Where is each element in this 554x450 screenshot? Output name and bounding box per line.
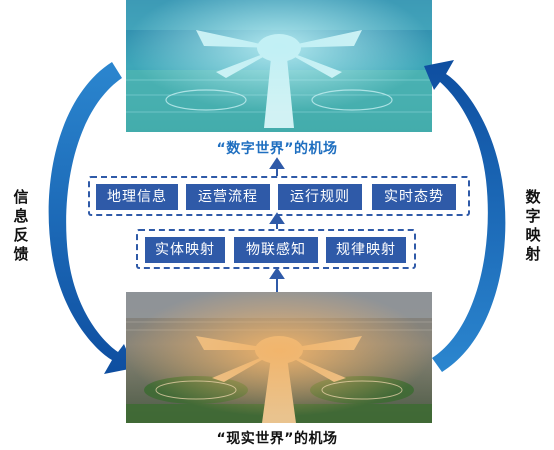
digital-airport-image bbox=[126, 0, 432, 132]
layer-box-realtime-status: 实时态势 bbox=[372, 184, 456, 210]
layer-box-pattern-mapping: 规律映射 bbox=[326, 237, 406, 263]
layer-box-iot-perception: 物联感知 bbox=[234, 237, 318, 263]
layer-box-geographic-info: 地理信息 bbox=[96, 184, 178, 210]
mapping-label: 数字映射 bbox=[525, 188, 541, 263]
arrow-lower-to-upper-layer bbox=[269, 212, 285, 229]
arrow-upper-layer-to-digital bbox=[269, 157, 285, 176]
physical-layer-group: 实体映射 物联感知 规律映射 bbox=[136, 229, 416, 269]
real-airport-caption: “现实世界”的机场 bbox=[216, 431, 338, 447]
arrow-physical-to-layer bbox=[269, 267, 285, 295]
feedback-arc-left bbox=[48, 62, 134, 374]
digital-airport-caption: “数字世界”的机场 bbox=[216, 141, 338, 157]
real-airport-image bbox=[126, 292, 432, 423]
mapping-arc-right bbox=[424, 60, 506, 372]
layer-box-operation-process: 运营流程 bbox=[186, 184, 270, 210]
layer-box-operation-rules: 运行规则 bbox=[278, 184, 362, 210]
layer-box-entity-mapping: 实体映射 bbox=[145, 237, 225, 263]
digital-layer-group: 地理信息 运营流程 运行规则 实时态势 bbox=[88, 176, 470, 216]
feedback-label: 信息反馈 bbox=[13, 188, 29, 263]
